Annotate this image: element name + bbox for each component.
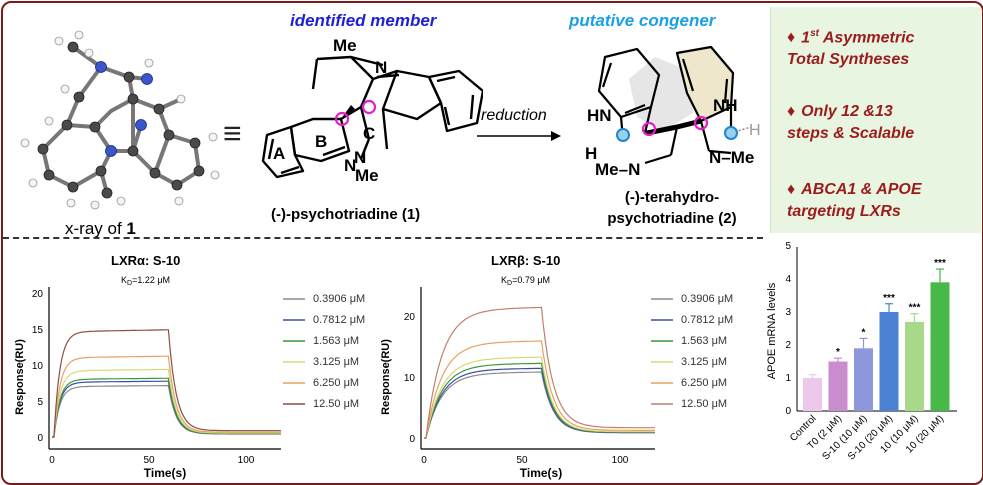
spr-right-ylabel: Response(RU) [380,339,392,415]
spr-left-xtick: 0 [49,455,55,466]
spr-curve [52,329,281,438]
compound-2-name-line1: (-)-terahydro- [624,189,720,206]
spr-right-ytick: 20 [404,312,416,323]
spr-right-xtick: 50 [516,455,528,466]
spr-curve [424,362,655,439]
spr-right-legend-label: 1.563 μM [681,335,727,347]
spr-lxr-beta-chart: LXRβ: S-10 KD=0.79 μM Response(RU) Time(… [380,253,733,480]
bar [854,348,873,411]
spr-right-xtick: 100 [612,455,629,466]
compound-1-structure: Me N N N Me A B C [261,36,483,185]
significance-label: *** [883,293,895,304]
spr-curve [424,356,655,439]
bar-ytick: 5 [785,241,791,252]
significance-label: * [836,347,840,358]
diamond-icon: ♦ [787,181,796,198]
spr-left-xtick: 50 [143,455,155,466]
spr-curve [52,385,281,438]
bar [930,282,950,411]
spr-curve [52,380,281,438]
compound1-n-top: N [375,58,387,77]
spr-left-legend-label: 6.250 μM [313,377,359,389]
bar-ytick: 3 [785,307,791,318]
bar [905,321,924,411]
compound2-me-n: Me–N [595,160,640,179]
bar-ytick: 4 [785,274,791,285]
spr-right-legend-label: 0.3906 μM [681,293,733,305]
compound1-me-lower: Me [355,166,379,185]
spr-left-legend-label: 0.7812 μM [313,314,365,326]
bar-ylabel: APOE mRNA levels [766,282,778,379]
compound2-hn: HN [587,106,612,125]
highlights-box: ♦1st Asymmetric Total Syntheses ♦Only 12… [770,7,981,233]
compound1-me-top: Me [333,36,357,55]
reduction-arrow [477,131,561,141]
spr-left-legend-label: 3.125 μM [313,356,359,368]
significance-label: *** [909,303,921,314]
spr-right-xlabel: Time(s) [520,466,562,480]
bar-ytick: 0 [785,406,791,417]
xray-caption: x-ray of 1 [65,219,136,238]
compound2-n-me: N–Me [709,148,754,167]
spr-curve [424,340,655,439]
compound-2-structure: HN NH H N–Me Me–N H [585,45,761,179]
spr-right-legend-label: 12.50 μM [681,398,727,410]
highlight-item: ♦1st Asymmetric Total Syntheses [787,28,915,69]
spr-curve [52,355,281,438]
compound2-nh: NH [713,96,738,115]
spr-right-ytick: 10 [404,373,416,384]
bar-ytick: 1 [785,373,791,384]
spr-right-kd: KD=0.79 μM [501,275,550,287]
spr-left-ylabel: Response(RU) [14,339,26,415]
spr-right-legend-label: 3.125 μM [681,356,727,368]
spr-left-ytick: 0 [37,433,43,444]
spr-left-xtick: 100 [238,455,255,466]
xray-structure [20,30,220,210]
spr-left-title: LXRα: S-10 [111,253,180,268]
spr-left-ytick: 5 [37,397,43,408]
spr-right-legend-label: 6.250 μM [681,377,727,389]
spr-left-ytick: 20 [32,289,44,300]
ring-c-label: C [363,124,375,143]
spr-right-ytick: 0 [409,434,415,445]
spr-left-xlabel: Time(s) [144,466,186,480]
ring-b-label: B [315,132,327,151]
spr-curve [424,306,655,439]
compound2-h-gray: H [749,122,761,139]
compound1-n-c: N [354,148,366,167]
spr-left-legend-label: 1.563 μM [313,335,359,347]
identified-member-label: identified member [290,11,437,30]
bar [803,378,822,411]
compound2-h: H [585,144,597,163]
compound-1-name: (-)-psychotriadine (1) [271,206,421,223]
highlight-item: ♦ABCA1 & APOE targeting LXRs [787,181,922,220]
spr-right-legend-label: 0.7812 μM [681,314,733,326]
highlight-item: ♦Only 12 &13 steps & Scalable [787,103,915,142]
spr-left-ytick: 15 [32,325,44,336]
bar [879,312,899,411]
spr-left-legend-label: 0.3906 μM [313,293,365,305]
diamond-icon: ♦ [787,103,796,120]
significance-label: * [862,327,866,338]
ring-a-label: A [273,144,285,163]
reduction-label: reduction [481,107,547,124]
compound1-n-lower: N [344,156,356,175]
section-divider [3,237,763,239]
spr-curve [52,368,281,438]
spr-left-ytick: 10 [32,361,44,372]
bar-ytick: 2 [785,340,791,351]
diamond-icon: ♦ [787,29,796,47]
spr-left-kd: KD=1.22 μM [121,275,170,287]
equivalence-symbol: ≡ [223,115,242,151]
spr-left-legend-label: 12.50 μM [313,398,359,410]
spr-right-xtick: 0 [421,455,427,466]
putative-congener-label: putative congener [569,11,716,30]
compound-2-name-line2: psychotriadine (2) [607,210,737,227]
significance-label: *** [934,258,946,269]
apoe-bar-chart: APOE mRNA levels 0 1 2 3 4 5 ***********… [766,241,957,463]
bar [828,361,848,411]
spr-lxr-alpha-chart: LXRα: S-10 KD=1.22 μM Response(RU) Time(… [14,253,365,480]
spr-right-title: LXRβ: S-10 [491,253,560,268]
